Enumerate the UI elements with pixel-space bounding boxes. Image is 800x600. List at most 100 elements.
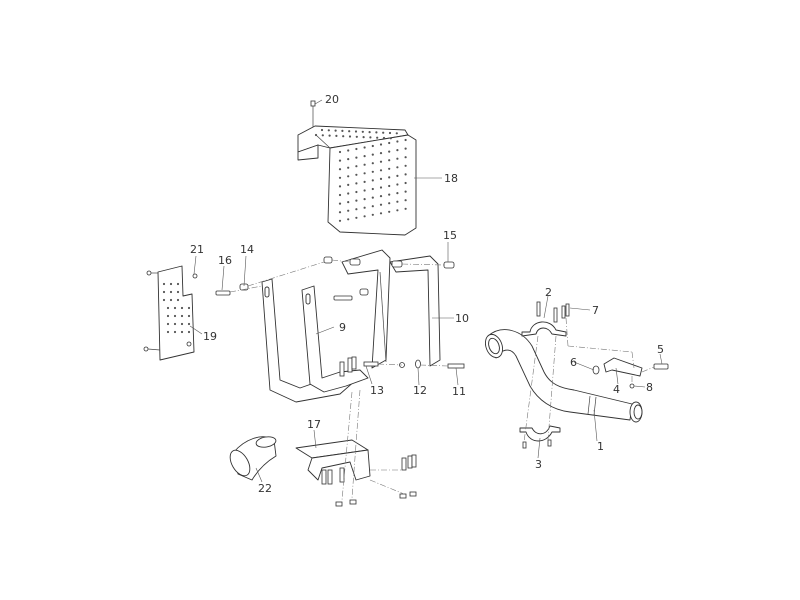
perforation-hole xyxy=(396,174,399,177)
perforation-hole xyxy=(338,150,342,154)
perforation-hole xyxy=(369,136,372,139)
perforation-hole xyxy=(321,134,324,137)
perforation-hole xyxy=(334,129,337,132)
perforation-hole xyxy=(320,128,324,132)
perforation-hole xyxy=(169,282,173,286)
perforation-hole xyxy=(187,322,191,326)
perforation-hole xyxy=(347,149,350,152)
plate-perforations xyxy=(162,282,191,334)
perforation-hole xyxy=(355,216,358,219)
callout-8: 8 xyxy=(646,381,653,394)
callout-14: 14 xyxy=(240,243,254,256)
callout-2: 2 xyxy=(545,286,552,299)
callout-16: 16 xyxy=(218,254,232,267)
perforation-hole xyxy=(363,198,366,201)
perforation-hole xyxy=(162,290,166,294)
callout-12: 12 xyxy=(413,384,427,397)
perforation-hole xyxy=(173,306,177,310)
perforation-hole xyxy=(342,135,345,138)
perforation-hole xyxy=(362,136,365,139)
part-9-strap-front xyxy=(261,278,369,403)
perforation-hole xyxy=(382,131,385,134)
perforation-hole xyxy=(363,172,366,175)
perforation-hole xyxy=(176,298,180,302)
perforation-hole xyxy=(396,200,399,203)
perforation-hole xyxy=(166,322,170,326)
perforation-hole xyxy=(404,190,407,193)
perforation-hole xyxy=(187,330,191,334)
perforation-hole xyxy=(180,314,184,318)
part-10-strap-rear xyxy=(341,249,441,369)
perforation-hole xyxy=(347,209,350,212)
perforation-hole xyxy=(341,129,344,132)
perforation-hole xyxy=(363,189,366,192)
perforation-hole xyxy=(338,219,342,222)
perforation-hole xyxy=(371,187,374,191)
perforation-hole xyxy=(327,129,330,132)
perforation-hole xyxy=(379,212,383,215)
part-17-bracket xyxy=(295,389,417,507)
perforation-hole xyxy=(314,133,318,137)
perforation-hole xyxy=(371,213,374,216)
part-20-bolt xyxy=(310,100,316,127)
callout-10: 10 xyxy=(455,312,469,325)
perforation-hole xyxy=(166,330,170,334)
perforation-hole xyxy=(395,132,398,135)
perforation-hole xyxy=(363,146,366,149)
perforation-hole xyxy=(338,168,342,171)
perforation-hole xyxy=(180,322,184,326)
perforation-hole xyxy=(371,196,374,199)
perforation-hole xyxy=(379,152,383,155)
callout-18: 18 xyxy=(444,172,458,185)
perforation-hole xyxy=(371,144,374,148)
perforation-hole xyxy=(363,155,366,158)
perforation-hole xyxy=(348,130,351,133)
callout-11: 11 xyxy=(452,385,466,398)
perforation-hole xyxy=(348,135,352,138)
leader-lines xyxy=(189,99,663,483)
perforation-hole xyxy=(371,153,374,156)
perforation-hole xyxy=(355,147,358,151)
callout-4: 4 xyxy=(613,383,620,396)
perforation-hole xyxy=(388,210,391,213)
perforation-hole xyxy=(368,131,371,134)
callout-6: 6 xyxy=(570,356,577,369)
perforation-hole xyxy=(176,282,180,286)
perforation-hole xyxy=(335,134,338,137)
perforation-hole xyxy=(187,314,191,318)
perforation-hole xyxy=(338,211,342,214)
perforation-hole xyxy=(389,137,392,140)
perforation-hole xyxy=(347,166,350,169)
perforation-hole xyxy=(404,156,407,159)
callout-15: 15 xyxy=(443,229,457,242)
perforation-hole xyxy=(363,163,366,166)
callout-21: 21 xyxy=(190,243,204,256)
perforation-hole xyxy=(388,167,391,170)
perforation-hole xyxy=(388,184,391,188)
perforation-hole xyxy=(338,185,342,188)
perforation-hole xyxy=(388,193,391,196)
callout-22: 22 xyxy=(258,482,272,495)
perforation-hole xyxy=(347,218,350,221)
callout-20: 20 xyxy=(325,93,339,106)
perforation-hole xyxy=(375,131,378,134)
perforation-hole xyxy=(355,190,358,194)
perforation-hole xyxy=(396,183,399,186)
perforation-hole xyxy=(379,177,383,180)
part-22-elbow-tube xyxy=(229,436,277,481)
perforation-hole xyxy=(328,134,331,137)
perforation-hole xyxy=(347,158,350,161)
perforation-hole xyxy=(355,173,358,176)
perforation-hole xyxy=(388,202,391,205)
perforation-hole xyxy=(347,201,350,204)
perforation-hole xyxy=(388,131,392,135)
part-18-heat-shield xyxy=(297,125,417,236)
callout-1: 1 xyxy=(597,440,604,453)
perforation-hole xyxy=(396,157,399,160)
perforation-hole xyxy=(162,282,166,286)
perforation-hole xyxy=(388,150,391,153)
perforation-hole xyxy=(173,322,177,326)
perforation-hole xyxy=(354,130,358,133)
perforation-hole xyxy=(347,192,350,195)
perforation-hole xyxy=(379,195,383,198)
